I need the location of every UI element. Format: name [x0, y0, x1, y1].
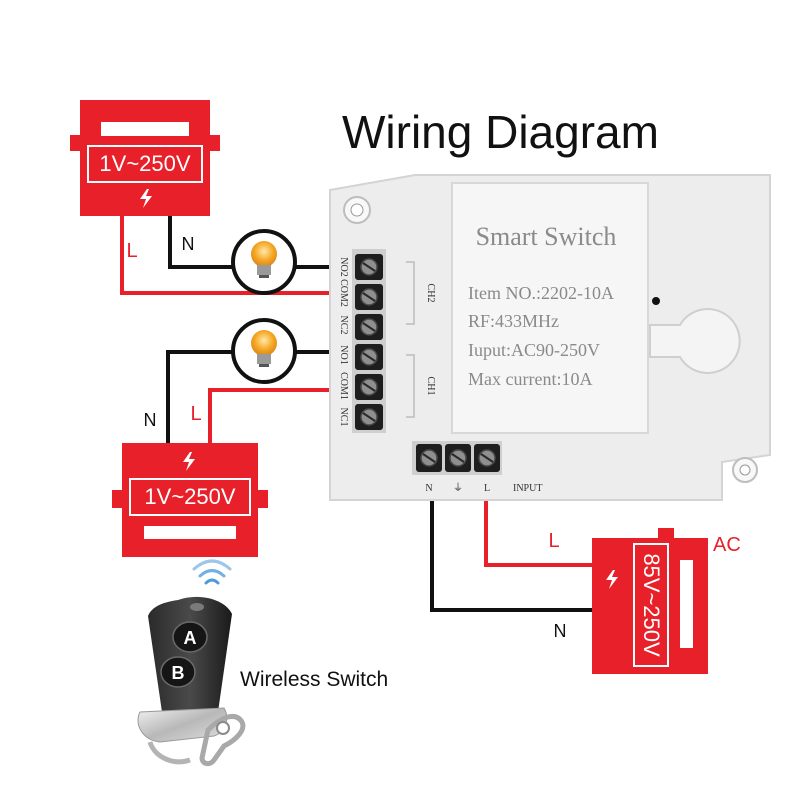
- remote-button-b[interactable]: B: [160, 656, 196, 688]
- device-spec: Iuput:AC90-250V: [468, 340, 600, 360]
- device-spec: Item NO.:2202-10A: [468, 283, 614, 303]
- wire-input-l: [484, 500, 594, 567]
- remote-button-a-label: A: [184, 628, 197, 648]
- terminal-label: NO2: [338, 257, 349, 276]
- bolt-icon: [183, 452, 195, 471]
- left-supply-voltage: 1V~250V: [144, 484, 235, 509]
- pairing-button[interactable]: [649, 308, 741, 374]
- remote-caption: Wireless Switch: [240, 668, 388, 691]
- remote-button-b-label: B: [172, 663, 185, 683]
- diagram-title: Wiring Diagram: [342, 106, 659, 158]
- input-terminal-block: [412, 441, 502, 475]
- battery-bar: [680, 560, 693, 648]
- wire-top-n: [168, 214, 232, 269]
- battery-bar: [101, 122, 189, 136]
- input-terminal-label: N: [425, 483, 432, 494]
- wire-top-l: [120, 214, 333, 295]
- ac-supply-voltage: 85V~250V: [639, 553, 664, 657]
- remote-button-a[interactable]: A: [172, 621, 208, 653]
- terminal-label: COM1: [338, 372, 349, 400]
- signal-waves-icon: [192, 559, 232, 585]
- input-terminal-label: ⏚: [453, 482, 463, 494]
- battery-bar: [144, 526, 236, 539]
- wire-input-n: [430, 500, 594, 612]
- bulb-icon: [231, 229, 297, 295]
- top-supply-voltage: 1V~250V: [99, 151, 190, 176]
- ac-tag: AC: [713, 534, 741, 556]
- channel-label-ch1: CH1: [425, 377, 436, 396]
- top-power-supply: 1V~250V: [70, 100, 220, 216]
- ac-power-supply: 85V~250V: [592, 528, 708, 674]
- top-wire-l-label: L: [126, 240, 137, 262]
- device-name: Smart Switch: [476, 222, 617, 251]
- terminal-label: NO1: [338, 345, 349, 364]
- top-wire-n-label: N: [182, 234, 195, 254]
- ac-wire-n-label: N: [554, 621, 567, 641]
- terminal-label: COM2: [338, 279, 349, 307]
- status-led: [652, 297, 660, 305]
- device-spec: Max current:10A: [468, 369, 592, 389]
- terminal-label: NC1: [338, 408, 349, 427]
- left-wire-n-label: N: [144, 410, 157, 430]
- keyring: [199, 713, 246, 767]
- bolt-icon: [606, 570, 618, 589]
- left-wire-l-label: L: [190, 403, 201, 425]
- output-terminal-block: [352, 249, 386, 433]
- terminal-label: NC2: [338, 316, 349, 335]
- bulb-icon: [231, 318, 297, 384]
- wire-left-n: [166, 350, 232, 445]
- channel-label-ch2: CH2: [425, 284, 436, 303]
- remote-control-icon[interactable]: A B: [137, 596, 246, 767]
- relay-cover: [451, 182, 649, 434]
- left-power-supply: 1V~250V: [112, 443, 268, 557]
- bolt-icon: [140, 189, 152, 208]
- device-spec: RF:433MHz: [468, 311, 559, 331]
- wire-left-l: [208, 388, 333, 445]
- ac-wire-l-label: L: [548, 530, 559, 552]
- input-terminal-label: L: [484, 483, 490, 494]
- input-label: INPUT: [513, 483, 542, 494]
- smart-switch-module: Smart Switch Item NO.:2202-10A RF:433MHz…: [329, 174, 771, 501]
